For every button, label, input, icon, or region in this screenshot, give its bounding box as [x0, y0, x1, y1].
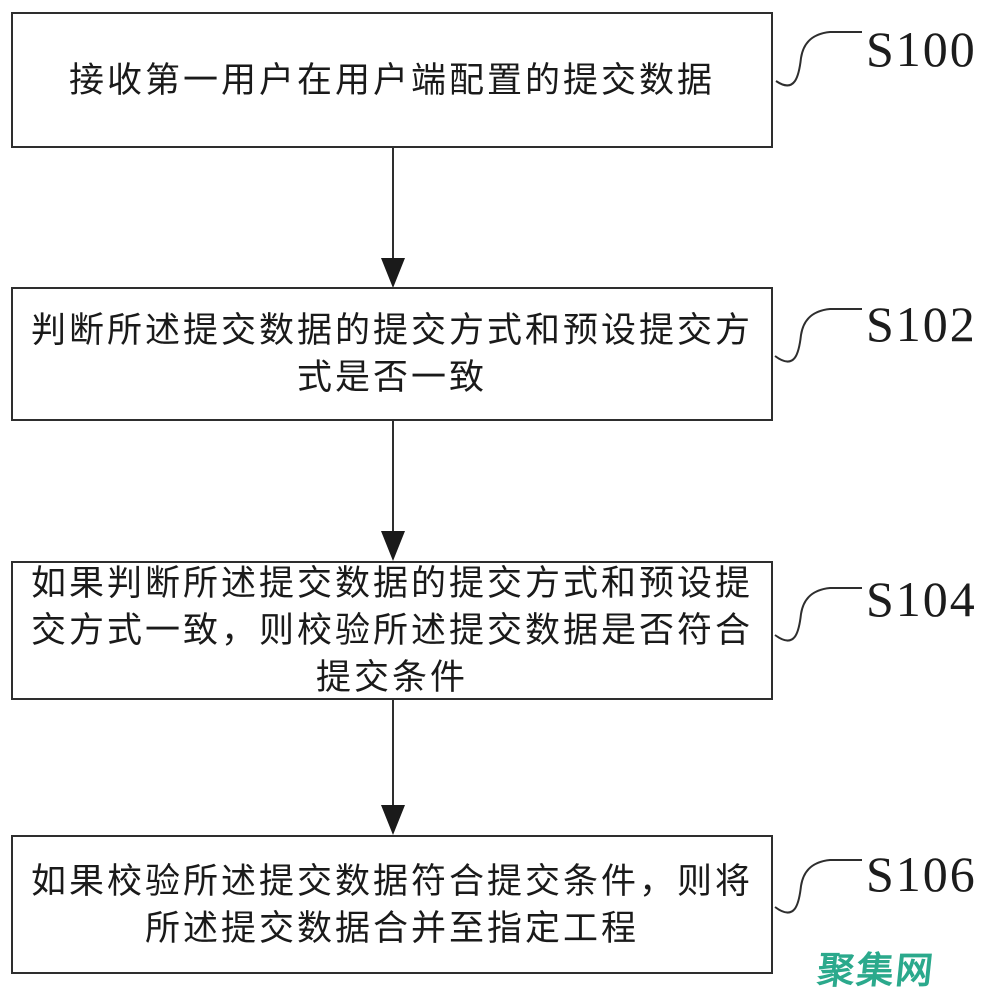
flow-step-s102-text: 判断所述提交数据的提交方式和预设提交方式是否一致 [30, 311, 753, 397]
ref-connector-s102 [774, 308, 862, 363]
flow-arrow-2 [381, 421, 405, 561]
step-label-s100: S100 [866, 21, 977, 77]
ref-connector-s100 [775, 31, 862, 87]
flow-step-s100-text: 接收第一用户在用户端配置的提交数据 [68, 60, 715, 100]
flow-step-s106-text: 如果校验所述提交数据符合提交条件，则将所述提交数据合并至指定工程 [30, 861, 753, 948]
step-label-s106: S106 [866, 846, 977, 902]
flow-step-s100-box: 接收第一用户在用户端配置的提交数据 [11, 12, 773, 148]
flow-arrow-3 [381, 700, 405, 835]
flow-step-s104-text: 如果判断所述提交数据的提交方式和预设提交方式一致，则校验所述提交数据是否符合提交… [30, 564, 753, 697]
arrowhead-icon [381, 531, 405, 561]
flow-step-s104-box: 如果判断所述提交数据的提交方式和预设提交方式一致，则校验所述提交数据是否符合提交… [11, 561, 773, 700]
flow-step-s106-box: 如果校验所述提交数据符合提交条件，则将所述提交数据合并至指定工程 [11, 835, 773, 974]
flow-arrow-1 [381, 148, 405, 288]
arrowhead-icon [381, 805, 405, 835]
ref-connector-s104 [774, 587, 862, 642]
arrowhead-icon [381, 258, 405, 288]
watermark-logo: 聚集网 [815, 950, 937, 987]
flow-step-s102-box: 判断所述提交数据的提交方式和预设提交方式是否一致 [11, 287, 773, 421]
step-label-s102: S102 [866, 296, 977, 352]
step-label-s104: S104 [866, 571, 977, 627]
ref-connector-s106 [774, 859, 862, 914]
